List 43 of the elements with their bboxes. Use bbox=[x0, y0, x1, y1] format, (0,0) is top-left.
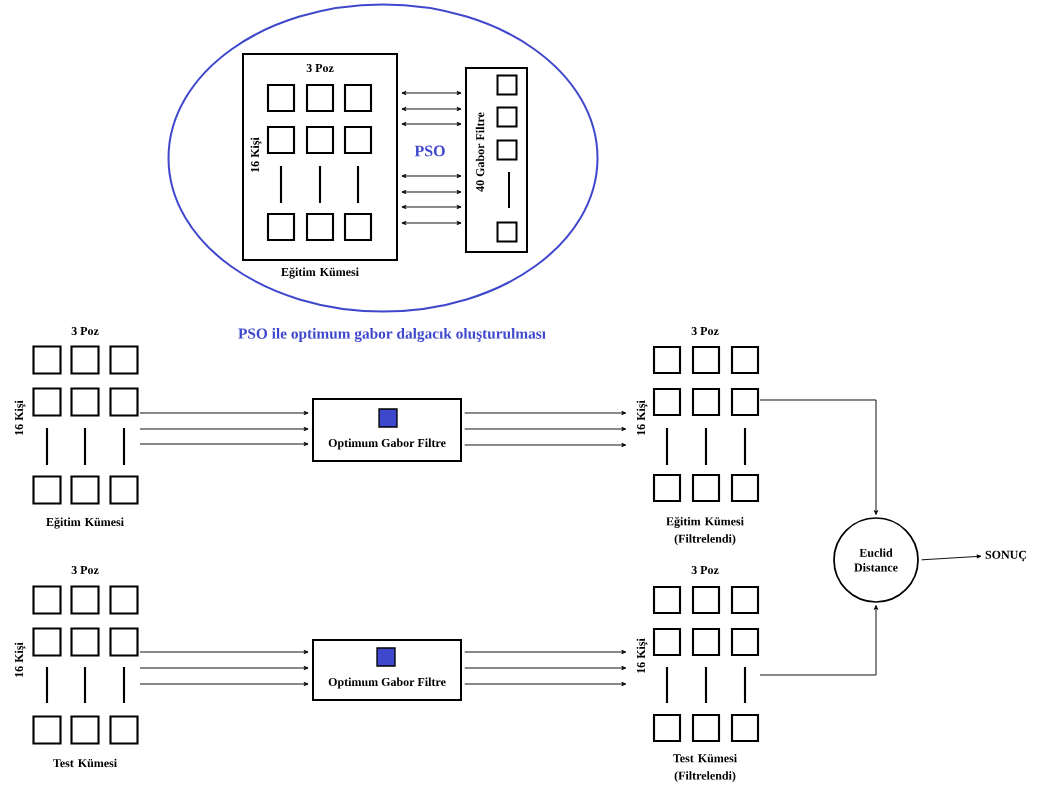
pose-label: 3 Poz bbox=[691, 565, 719, 575]
heading: PSO ile optimum gabor dalgacık oluşturulması bbox=[238, 328, 546, 342]
person-label: 16 Kişi bbox=[14, 400, 26, 435]
arrow bbox=[139, 681, 309, 687]
arrow bbox=[401, 121, 462, 127]
arrow bbox=[401, 220, 462, 226]
arrow bbox=[139, 426, 309, 432]
filter-box: Optimum Gabor Filtre bbox=[312, 639, 462, 701]
arrow bbox=[464, 665, 627, 671]
method-label: PSO bbox=[414, 145, 445, 157]
arrow bbox=[464, 649, 627, 655]
pose-label: 3 Poz bbox=[71, 326, 99, 336]
person-label: 16 Kişi bbox=[636, 400, 648, 435]
arrow bbox=[759, 605, 879, 676]
arrow bbox=[401, 173, 462, 179]
arrow bbox=[401, 90, 462, 96]
person-label: 16 Kişi bbox=[14, 642, 26, 677]
result-label: SONUÇ bbox=[985, 550, 1027, 562]
filter-bank-box: 40 Gabor Filtre bbox=[465, 67, 528, 253]
arrow bbox=[401, 204, 462, 210]
arrow bbox=[464, 442, 627, 448]
set-label: Test Kümesi bbox=[53, 758, 117, 768]
pose-label: 3 Poz bbox=[71, 565, 99, 575]
arrow bbox=[401, 106, 462, 112]
set-label: Eğitim Kümesi (Filtrelendi) bbox=[666, 516, 744, 546]
arrow bbox=[464, 426, 627, 432]
arrow bbox=[139, 649, 309, 655]
arrow bbox=[464, 410, 627, 416]
arrow bbox=[759, 399, 879, 515]
arrow bbox=[921, 554, 982, 561]
arrow bbox=[139, 441, 309, 447]
person-label: 16 Kişi bbox=[250, 137, 262, 172]
arrow bbox=[139, 410, 309, 416]
arrow bbox=[401, 189, 462, 195]
arrow bbox=[139, 665, 309, 671]
set-label: Eğitim Kümesi bbox=[46, 517, 124, 529]
set-label: Test Kümesi (Filtrelendi) bbox=[673, 753, 737, 783]
person-label: 16 Kişi bbox=[636, 638, 648, 673]
pose-label: 3 Poz bbox=[691, 326, 719, 336]
pose-label: 3 Poz bbox=[306, 63, 334, 73]
filter-box: Optimum Gabor Filtre bbox=[312, 398, 462, 462]
arrow bbox=[464, 681, 627, 687]
set-label: Eğitim Kümesi bbox=[281, 267, 359, 279]
